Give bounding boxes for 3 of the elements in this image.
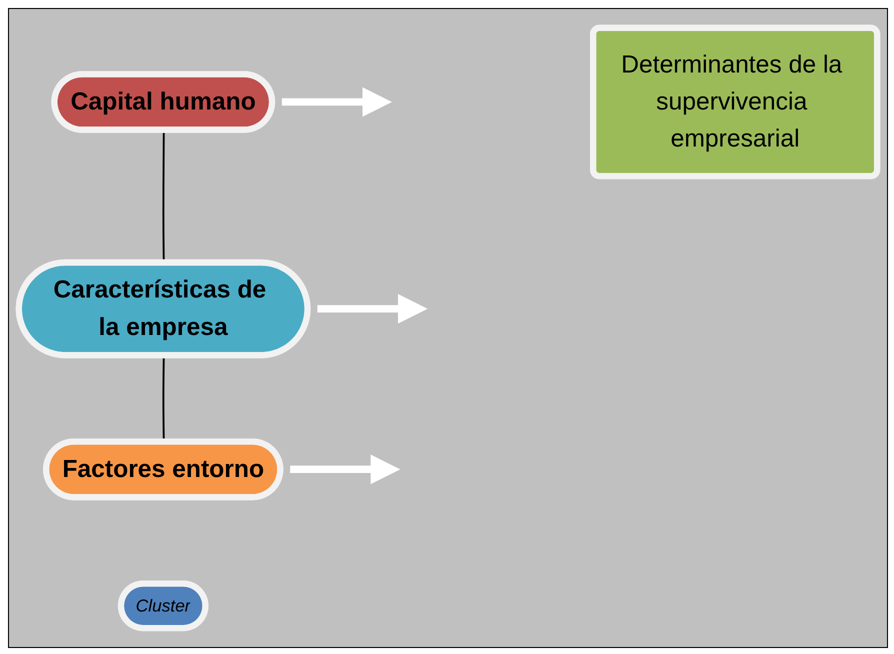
arrow: [317, 294, 428, 324]
arrow: [290, 454, 400, 484]
arrow: [282, 87, 392, 117]
